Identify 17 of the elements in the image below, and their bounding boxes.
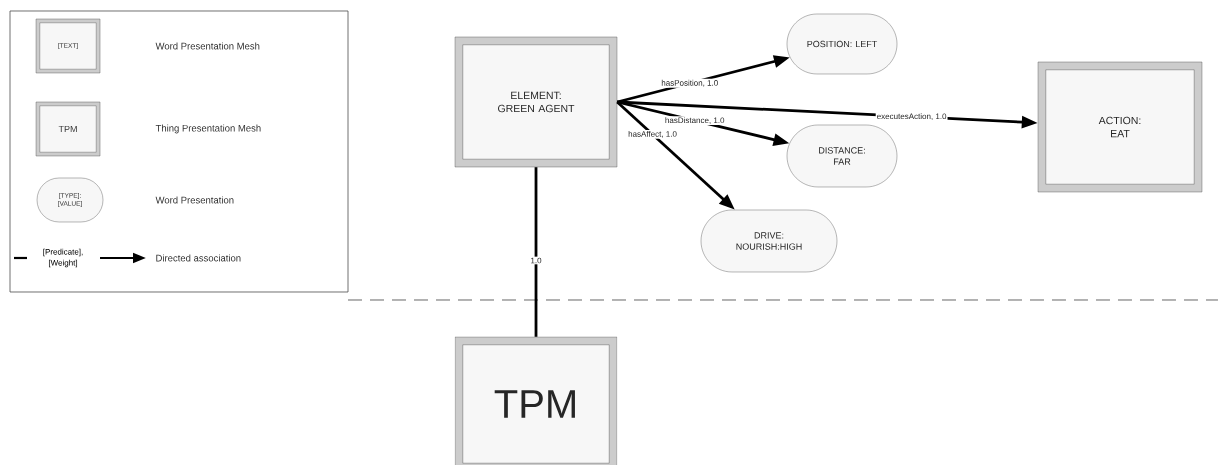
legend-text: Word Presentation (155, 196, 234, 204)
word-presentation: DISTANCE: FAR (786, 124, 898, 188)
edge-label: hasDistance, 1.0 (665, 117, 725, 124)
legend-text: Thing Presentation Mesh (155, 124, 261, 134)
mesh-box: ELEMENT: GREEN AGENT (454, 36, 618, 168)
word-presentation: DRIVE: NOURISH:HIGH (700, 209, 838, 273)
legend-text: Word Presentation Mesh (155, 42, 260, 50)
edge-label: hasAffect, 1.0 (628, 130, 677, 138)
edge-label: 1.0 (531, 257, 542, 264)
legend-text: Directed association (156, 254, 241, 262)
word-presentation: POSITION: LEFT (786, 13, 898, 75)
edge-label: executesAction, 1.0 (877, 113, 947, 121)
legend-sample-label: [Predicate], [Weight] (43, 248, 83, 268)
mesh-box: ACTION: EAT (1037, 61, 1203, 193)
mesh-box: TPM (454, 336, 618, 465)
legend-sample-box: TPM (35, 101, 101, 157)
edge-label: hasPosition, 1.0 (661, 79, 718, 87)
